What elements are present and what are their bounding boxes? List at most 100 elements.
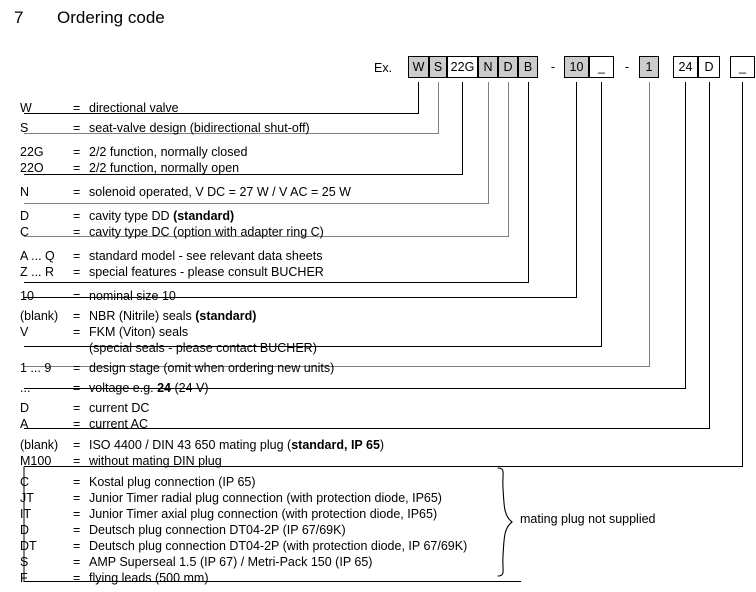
legend-description: NBR (Nitrile) seals (standard) <box>89 309 257 323</box>
grouping-brace <box>497 467 513 577</box>
legend-key: ... <box>20 381 31 395</box>
legend-row: DT = Deutsch plug connection DT04-2P (with… <box>0 538 756 555</box>
legend-equals: = <box>73 145 81 159</box>
legend-equals: = <box>73 185 81 199</box>
legend-description: current DC <box>89 401 150 415</box>
legend-equals: = <box>73 121 81 135</box>
legend-key: 22O <box>20 161 44 175</box>
legend-row: ...=voltage e.g. 24 (24 V) <box>0 380 756 397</box>
legend-equals: = <box>73 289 81 303</box>
legend-equals: = <box>73 475 81 489</box>
legend-key: D <box>20 401 30 415</box>
legend-row: D=Deutsch plug connection DT04-2P (IP 67… <box>0 522 756 539</box>
code-box: B <box>518 56 538 78</box>
code-box: 22G <box>447 56 478 78</box>
legend-equals: = <box>73 265 81 279</box>
legend-row: 1 ... 9=design stage (omit when ordering… <box>0 360 756 377</box>
legend-equals: = <box>73 249 81 263</box>
legend-description: cavity type DD (standard) <box>89 209 235 223</box>
legend-description: current AC <box>89 417 149 431</box>
legend-row: S=seat-valve design (bidirectional shut-… <box>0 120 756 137</box>
legend-description: directional valve <box>89 101 179 115</box>
legend-key: 22G <box>20 145 44 159</box>
legend-description: seat-valve design (bidirectional shut-of… <box>89 121 310 135</box>
code-box: W <box>408 56 429 78</box>
legend-key: A ... Q <box>20 249 55 263</box>
legend-description: (special seals - please contact BUCHER) <box>89 341 317 355</box>
legend-key: 10 <box>20 289 34 303</box>
legend-description: without mating DIN plug <box>89 454 222 468</box>
legend-row: D = current DC <box>0 400 756 417</box>
code-box: _ <box>589 56 614 78</box>
legend-row: S = AMP Superseal 1.5 (IP 67) / Metri-Pack… <box>0 554 756 571</box>
legend-description: design stage (omit when ordering new uni… <box>89 361 335 375</box>
legend-description: nominal size 10 <box>89 289 176 303</box>
legend-description: Kostal plug connection (IP 65) <box>89 475 256 489</box>
legend-key: IT <box>20 507 32 521</box>
legend-key: D <box>20 523 30 537</box>
code-box: 10 <box>564 56 589 78</box>
legend-description: FKM (Viton) seals <box>89 325 189 339</box>
legend-description: voltage e.g. 24 (24 V) <box>89 381 209 395</box>
legend-row: (special seals - please contact BUCHER) <box>0 340 756 357</box>
legend-key: C <box>20 475 30 489</box>
legend-key: V <box>20 325 29 339</box>
legend-equals: = <box>73 555 81 569</box>
legend-description: Deutsch plug connection DT04-2P (with pr… <box>89 539 468 553</box>
code-box: _ <box>730 56 755 78</box>
legend-equals: = <box>73 507 81 521</box>
legend-row: C = Kostal plug connection (IP 65) <box>0 474 756 491</box>
legend-key: S <box>20 555 29 569</box>
legend-row: 22O=2/2 function, normally open <box>0 160 756 177</box>
legend-equals: = <box>73 161 81 175</box>
page-heading: 7 Ordering code <box>0 4 756 38</box>
legend-key: DT <box>20 539 37 553</box>
legend-key: JT <box>20 491 34 505</box>
legend-description: solenoid operated, V DC = 27 W / V AC = … <box>89 185 351 199</box>
legend-key: C <box>20 225 30 239</box>
legend-row: (blank)=ISO 4400 / DIN 43 650 mating plu… <box>0 437 756 454</box>
legend-equals: = <box>73 209 81 223</box>
legend-description: AMP Superseal 1.5 (IP 67) / Metri-Pack 1… <box>89 555 373 569</box>
legend-key: (blank) <box>20 309 59 323</box>
legend-row: JT = Junior Timer radial plug connection (… <box>0 490 756 507</box>
code-box: S <box>429 56 447 78</box>
code-separator-dash: - <box>624 60 630 74</box>
code-box: D <box>698 56 720 78</box>
legend-description: Deutsch plug connection DT04-2P (IP 67/6… <box>89 523 346 537</box>
legend-key: W <box>20 101 32 115</box>
legend-equals: = <box>73 539 81 553</box>
legend-key: 1 ... 9 <box>20 361 52 375</box>
legend-description: Junior Timer axial plug connection (with… <box>89 507 438 521</box>
legend-equals: = <box>73 101 81 115</box>
legend-row: C=cavity type DC (option with adapter ri… <box>0 224 756 241</box>
legend-equals: = <box>73 454 81 468</box>
legend-key: N <box>20 185 30 199</box>
legend-row: 10 = nominal size 10 <box>0 288 756 305</box>
code-separator-dash: - <box>550 60 556 74</box>
example-label: Ex. <box>374 61 393 75</box>
legend-description: special features - please consult BUCHER <box>89 265 324 279</box>
legend-key: D <box>20 209 30 223</box>
legend-key: M100 <box>20 454 52 468</box>
legend-equals: = <box>73 571 81 585</box>
legend-description: standard model - see relevant data sheet… <box>89 249 323 263</box>
legend-key: A <box>20 417 29 431</box>
legend-equals: = <box>73 417 81 431</box>
legend-equals: = <box>73 401 81 415</box>
legend-equals: = <box>73 325 81 339</box>
legend-row: M100 = without mating DIN plug <box>0 453 756 470</box>
legend-description: flying leads (500 mm) <box>89 571 209 585</box>
code-box: D <box>498 56 518 78</box>
legend-description: Junior Timer radial plug connection (wit… <box>89 491 442 505</box>
code-box: 1 <box>639 56 659 78</box>
section-number: 7 <box>14 8 24 27</box>
legend-row: A = current AC <box>0 416 756 433</box>
code-box: 24 <box>673 56 698 78</box>
legend-description: cavity type DC (option with adapter ring… <box>89 225 324 239</box>
code-box: N <box>478 56 498 78</box>
legend-row: IT = Junior Timer axial plug connection (w… <box>0 506 756 523</box>
legend-equals: = <box>73 491 81 505</box>
legend-row: W = directional valve <box>0 100 756 117</box>
